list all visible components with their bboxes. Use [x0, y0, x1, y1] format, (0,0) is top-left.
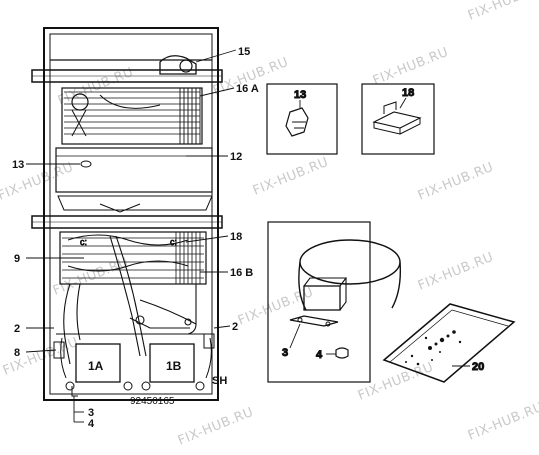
- callout-lines: [25, 49, 237, 423]
- fridge-cabinet: c: c:: [31, 27, 223, 401]
- detail-label-20: 20: [472, 361, 484, 373]
- grommet-4: [335, 347, 349, 359]
- evaporator-16b: c: c:: [59, 231, 207, 285]
- plate-markings: [405, 330, 462, 366]
- callout-9: 9: [14, 253, 20, 265]
- callout-2-right: 2: [232, 321, 238, 333]
- top-bracket-15: [159, 55, 197, 75]
- callout-2-left: 2: [14, 323, 20, 335]
- lamp-holder-shape: [285, 107, 309, 137]
- cabinet-outline: [43, 27, 219, 401]
- callout-8: 8: [14, 347, 20, 359]
- detail-plate-20: 20: [382, 303, 516, 383]
- callout-16b: 16 B: [230, 267, 253, 279]
- compressor-1b-body: [149, 343, 195, 383]
- callout-4: 4: [88, 418, 95, 430]
- watermark: FIX-HUB.RU: [416, 160, 496, 204]
- detail-label-3: 3: [282, 347, 288, 359]
- detail-lamp-13: 13: [266, 83, 338, 155]
- detail-box: [361, 83, 435, 155]
- callout-15: 15: [238, 46, 250, 58]
- evaporator-16a: [61, 87, 203, 145]
- callout-16a: 16 A: [236, 83, 259, 95]
- watermark: FIX-HUB.RU: [371, 45, 451, 89]
- tube-mark: c:: [170, 237, 177, 247]
- detail-label-13: 13: [294, 89, 306, 101]
- detail-label-4: 4: [316, 349, 323, 361]
- watermark: FIX-HUB.RU: [416, 250, 496, 294]
- watermark: FIX-HUB.RU: [176, 405, 256, 449]
- watermark: FIX-HUB.RU: [56, 65, 136, 109]
- rating-plate: [382, 303, 516, 383]
- cabinet-inner-wall: [49, 33, 213, 395]
- relay-box: [303, 285, 341, 311]
- callout-12: 12: [230, 151, 242, 163]
- main-callouts: 15 16 A 13 12 18 9 16 B 2 2 8 1A 1B SH 3…: [12, 46, 259, 430]
- compressor-1a-body: [75, 343, 121, 383]
- tube-mark: c:: [80, 237, 87, 247]
- drawing-number: 92450165: [130, 396, 175, 407]
- detail-clip-18: 18: [361, 83, 435, 155]
- watermark: FIX-HUB.RU: [466, 0, 539, 24]
- callout-1b: 1B: [166, 359, 182, 373]
- watermark: FIX-HUB.RU: [251, 155, 331, 199]
- detail-box: [267, 221, 371, 383]
- freezer-shelf: [55, 147, 213, 213]
- compressor-dome: [299, 239, 401, 285]
- detail-compressor: 3 4: [267, 221, 402, 383]
- mounting-plate-3: [289, 315, 339, 327]
- callout-1a: 1A: [88, 359, 104, 373]
- detail-box: [266, 83, 338, 155]
- callout-18: 18: [230, 231, 242, 243]
- detail-label-18: 18: [402, 87, 414, 99]
- compressor-bay: [53, 333, 215, 397]
- callout-3: 3: [88, 407, 94, 419]
- watermark: FIX-HUB.RU: [466, 400, 539, 444]
- callout-sh: SH: [212, 375, 227, 387]
- callout-13: 13: [12, 159, 24, 171]
- watermark: FIX-HUB.RU: [51, 255, 131, 299]
